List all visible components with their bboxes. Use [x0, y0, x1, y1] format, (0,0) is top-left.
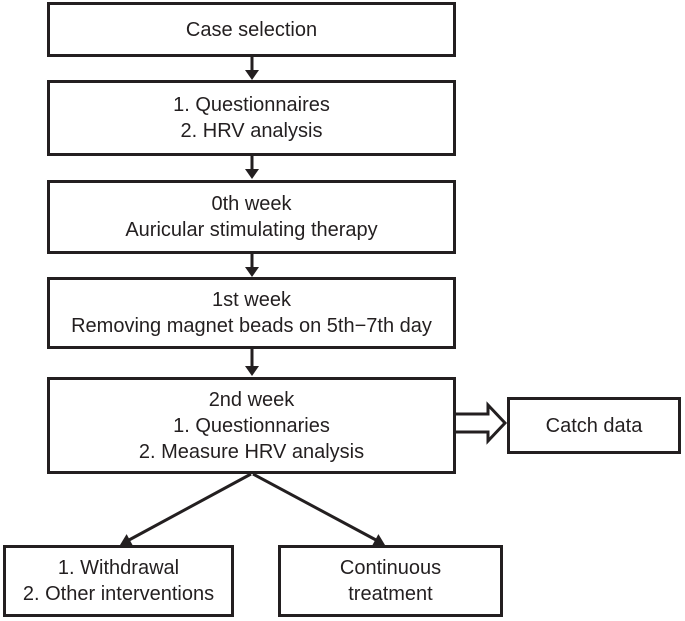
node-text-line: Removing magnet beads on 5th−7th day [71, 315, 432, 337]
block-arrow-week2-to-catch-data [456, 401, 508, 445]
arrow-baseline-to-week0 [245, 155, 259, 179]
node-text-line: Auricular stimulating therapy [125, 219, 378, 241]
arrow-week2-to-withdrawal [120, 472, 252, 546]
node-text-line: treatment [348, 583, 433, 605]
arrow-week1-to-week2 [245, 348, 259, 376]
arrow-case-to-baseline [245, 56, 259, 80]
node-text-line: 2nd week [208, 388, 295, 411]
node-week0-therapy: 0th week Auricular stimulating therapy [47, 180, 456, 254]
node-text-line: 2. Other interventions [22, 583, 215, 605]
node-text-line: 2. Measure HRV analysis [138, 440, 365, 463]
node-text-line: 1. Questionnaries [173, 414, 330, 437]
node-text-line: Case selection [185, 18, 318, 41]
node-text-line: 1st week [212, 289, 291, 311]
arrow-week0-to-week1 [245, 253, 259, 277]
node-text-line: Continuous [339, 557, 442, 579]
node-text-line: 0th week [211, 193, 292, 215]
node-week2-measurement: 2nd week 1. Questionnaries 2. Measure HR… [47, 377, 456, 474]
node-withdrawal: 1. Withdrawal 2. Other interventions [3, 545, 234, 617]
node-case-selection: Case selection [47, 2, 456, 57]
node-text-line: 1. Withdrawal [57, 557, 180, 579]
node-catch-data: Catch data [507, 397, 681, 454]
node-text-line: 2. HRV analysis [180, 120, 323, 142]
node-text-line: Catch data [545, 414, 643, 437]
node-week1-removal: 1st week Removing magnet beads on 5th−7t… [47, 277, 456, 349]
node-text-line: 1. Questionnaires [173, 94, 330, 116]
node-baseline-assessment: 1. Questionnaires 2. HRV analysis [47, 80, 456, 156]
arrow-week2-to-continuous [252, 472, 385, 546]
node-continuous-treatment: Continuous treatment [278, 545, 503, 617]
